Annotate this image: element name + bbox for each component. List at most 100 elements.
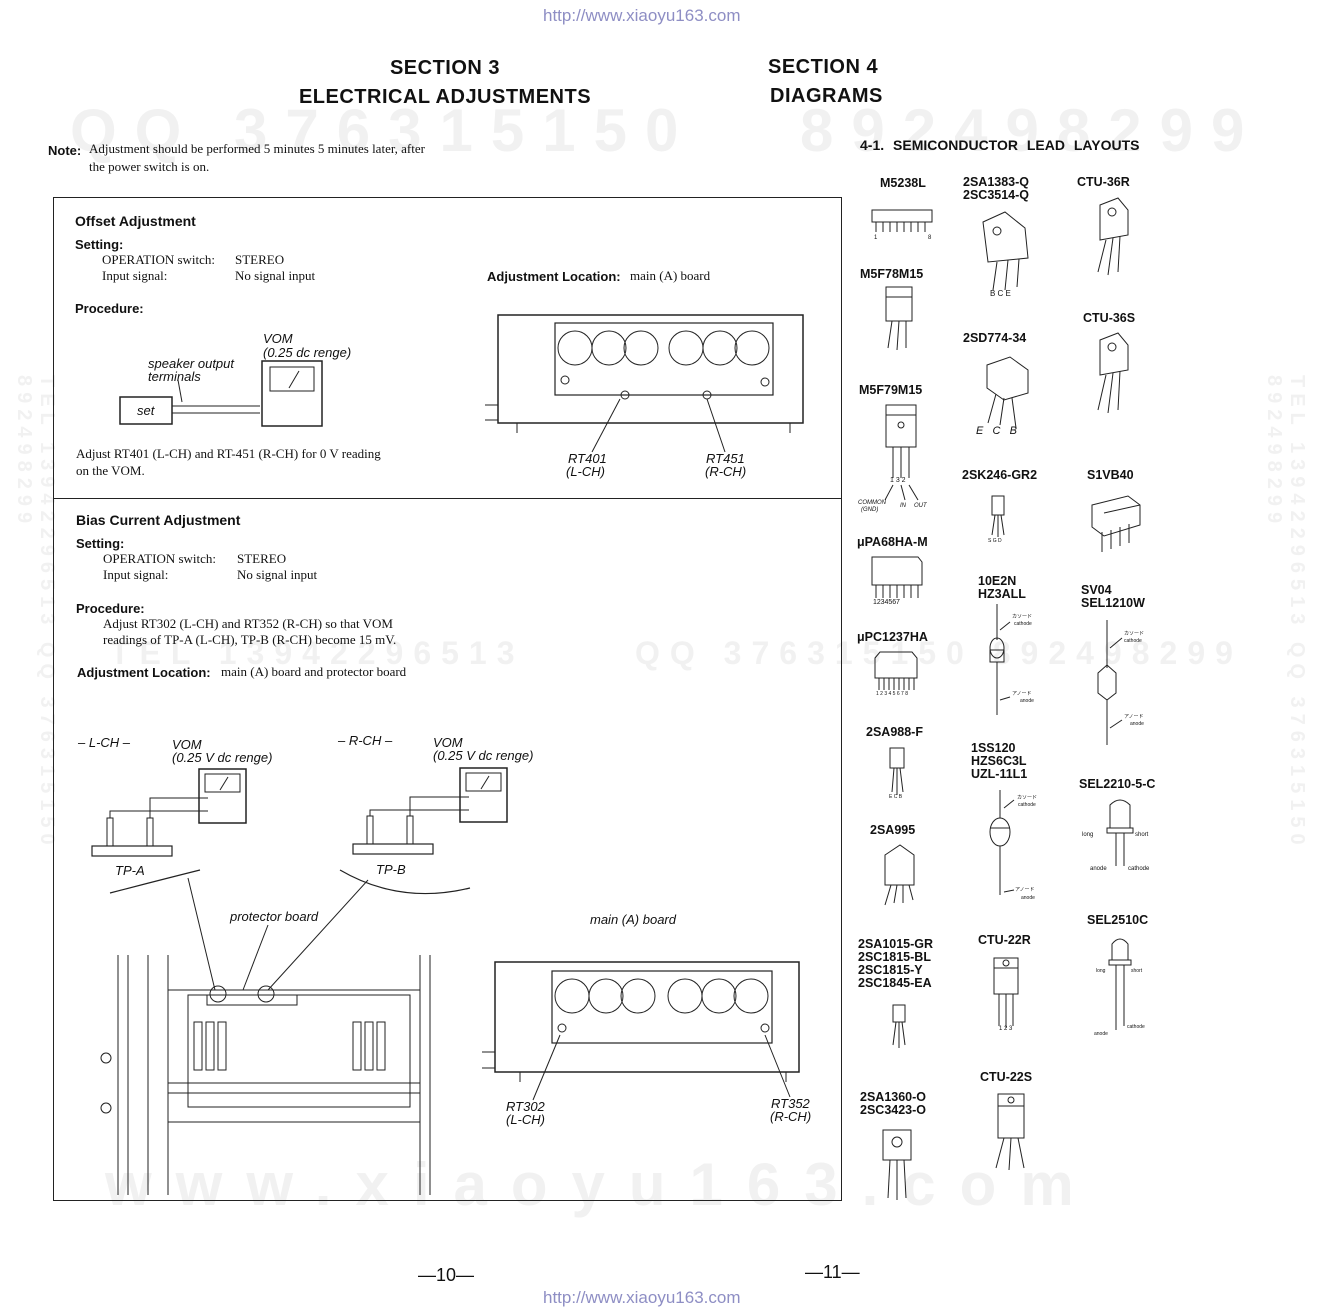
page-number-10: —10—	[418, 1265, 475, 1285]
sel2510c-cathode: cathode	[1127, 1024, 1145, 1030]
sel2210-short: short	[1135, 832, 1149, 838]
offset-location-label: Adjustment Location:	[487, 269, 621, 284]
note-line-1: Adjustment should be performed 5 minutes…	[89, 141, 425, 156]
lead-layouts-heading: 4-1. SEMICONDUCTOR LEAD LAYOUTS	[860, 137, 1140, 153]
offset-input-label: Input signal:	[102, 268, 168, 283]
10e2n-anode-jp: アノード	[1012, 691, 1032, 697]
watermark-mid-right: QQ 376315150 892498299	[635, 635, 1243, 671]
rt352-label: RT352	[771, 1096, 810, 1111]
part-upa68ha: μPA68HA-M	[857, 535, 928, 549]
bias-input-label: Input signal:	[103, 567, 169, 582]
offset-vom-label: VOM	[263, 331, 293, 346]
part-2sk246: 2SK246-GR2	[962, 468, 1038, 482]
sel2210-anode: anode	[1090, 866, 1107, 872]
upc1237-pins: 1 2 3 4 5 6 7 8	[876, 691, 908, 697]
offset-vom-range: (0.25 dc renge)	[263, 345, 352, 360]
section3-title: ELECTRICAL ADJUSTMENTS	[298, 86, 592, 108]
part-2sa1015gr: 2SA1015-GR 2SC1815-BL 2SC1815-Y 2SC1845-…	[858, 937, 934, 990]
box-divider	[53, 498, 842, 499]
sel2210-icon	[1106, 799, 1134, 866]
m5f78m15-icon	[885, 286, 913, 351]
1ss120-icon	[989, 790, 1015, 895]
part-1ss120: 1SS120 HZS6C3L UZL-11L1	[971, 741, 1028, 781]
section4-number: SECTION 4	[768, 56, 879, 78]
2sa1383q-icon	[982, 211, 1029, 291]
watermark-mid-left: TEL 13942296513	[110, 635, 525, 671]
rch-vom-range: (0.25 V dc renge)	[433, 748, 534, 763]
m5f79m15-icon	[884, 404, 919, 501]
part-m5f78m15: M5F78M15	[860, 267, 924, 281]
1ss120-cathode: cathode	[1018, 802, 1036, 808]
part-sel2210: SEL2210-5-C	[1079, 777, 1156, 791]
2sd774-icon	[986, 356, 1029, 429]
ctu36s-icon	[1097, 332, 1129, 414]
upc1237ha-icon	[874, 651, 918, 690]
url-top[interactable]: http://www.xiaoyu163.com	[543, 6, 741, 25]
note-line-2: the power switch is on.	[89, 159, 210, 174]
2sa988f-icon	[889, 747, 905, 795]
1ss120-anode: anode	[1021, 895, 1035, 901]
m5f79-common: COMMON	[858, 500, 886, 506]
bias-setting-label: Setting:	[76, 536, 125, 551]
offset-title: Offset Adjustment	[75, 213, 196, 229]
part-ctu36s: CTU-36S	[1083, 311, 1136, 325]
bias-op-label: OPERATION switch:	[103, 551, 217, 566]
ctu22r-pins: 1 2 3	[999, 1026, 1013, 1032]
sel2210-long: long	[1082, 832, 1094, 838]
part-ctu36r: CTU-36R	[1077, 175, 1130, 189]
section4-title: DIAGRAMS	[770, 85, 883, 107]
main-board-bottom-drawing	[482, 961, 800, 1101]
sv04-anode-jp: アノード	[1124, 714, 1144, 720]
part-2sa1383q: 2SA1383-Q 2SC3514-Q	[963, 175, 1030, 202]
terminals-label: terminals	[148, 369, 201, 384]
rch-label: – R-CH –	[338, 733, 393, 748]
page-number-11: —11—	[805, 1262, 860, 1282]
2sa1360o-icon	[882, 1129, 912, 1200]
main-board-label: main (A) board	[590, 912, 676, 927]
sel2510c-short: short	[1131, 968, 1143, 974]
part-upc1237ha: μPC1237HA	[857, 630, 928, 644]
lch-vom-range: (0.25 V dc renge)	[172, 750, 273, 765]
watermark-left-vertical: TEL 13942296513 QQ 376315150 892498299	[13, 375, 58, 851]
bias-vom-diagrams	[91, 767, 508, 991]
2sk246-icon	[991, 495, 1005, 537]
url-bottom[interactable]: http://www.xiaoyu163.com	[543, 1288, 741, 1307]
rt352-ch: (R-CH)	[770, 1109, 812, 1124]
offset-vom-diagram	[119, 360, 323, 427]
upa68ha-icon	[871, 556, 923, 598]
offset-setting-label: Setting:	[75, 237, 124, 252]
lch-label: – L-CH –	[78, 735, 131, 750]
ctu36r-icon	[1097, 197, 1129, 276]
10e2n-anode: anode	[1020, 698, 1034, 704]
adjustments-box	[53, 197, 842, 1201]
m5f79-out: OUT	[914, 503, 927, 509]
offset-adjust-line-2: on the VOM.	[76, 463, 145, 478]
watermark-right-vertical: TEL 13942296513 QQ 376315150 892498299	[1263, 375, 1308, 851]
speaker-output-label: speaker output	[148, 356, 235, 371]
watermark-bottom: www.xiaoyu163.com	[105, 1151, 1098, 1218]
s1vb40-icon	[1091, 495, 1141, 552]
tpb-label: TP-B	[376, 862, 406, 877]
rch-vom-label: VOM	[433, 735, 463, 750]
part-10e2n: 10E2N HZ3ALL	[978, 574, 1026, 601]
offset-op-label: OPERATION switch:	[102, 252, 216, 267]
offset-input-value: No signal input	[235, 268, 316, 283]
1ss120-anode-jp: アノード	[1015, 887, 1035, 893]
tpa-label: TP-A	[115, 863, 145, 878]
bias-location-label: Adjustment Location:	[77, 665, 211, 680]
offset-procedure-label: Procedure:	[75, 301, 144, 316]
part-sv04: SV04 SEL1210W	[1081, 583, 1145, 610]
m5f79-pins: 1 3 2	[890, 477, 906, 484]
offset-location-value: main (A) board	[630, 268, 711, 283]
10e2n-icon	[989, 604, 1011, 715]
lch-vom-label: VOM	[172, 737, 202, 752]
10e2n-cathode: cathode	[1014, 621, 1032, 627]
rt451-ch: (R-CH)	[705, 464, 747, 479]
bias-op-value: STEREO	[237, 551, 287, 566]
part-m5f79m15: M5F79M15	[859, 383, 923, 397]
bias-location-value: main (A) board and protector board	[221, 664, 407, 679]
sv04-anode: anode	[1130, 721, 1144, 727]
bias-title: Bias Current Adjustment	[76, 512, 241, 528]
part-ctu22s: CTU-22S	[980, 1070, 1033, 1084]
part-s1vb40: S1VB40	[1087, 468, 1134, 482]
